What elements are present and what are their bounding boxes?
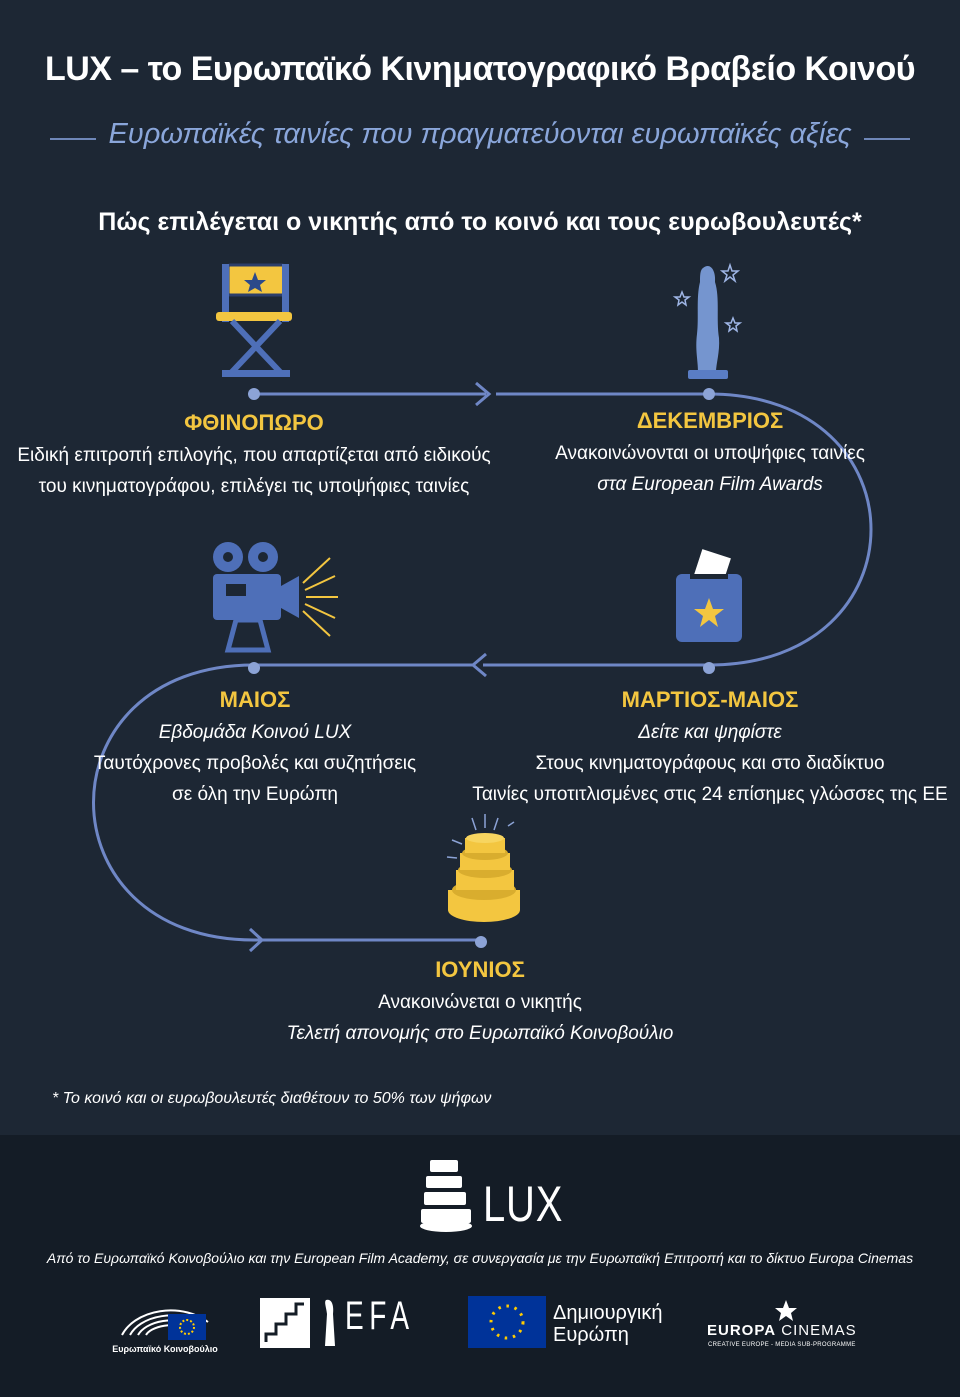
stage-title: ΙΟΥΝΙΟΣ [435, 957, 525, 982]
stage-autumn: ΦΘΙΝΟΠΩΡΟ Ειδική επιτροπή επιλογής, που … [0, 410, 508, 502]
creative-europe-line: Δημιουργική [553, 1302, 663, 1324]
stage-title: ΔΕΚΕΜΒΡΙΟΣ [636, 408, 784, 433]
creative-europe-line: Ευρώπη [553, 1324, 629, 1346]
page-title: LUX – το Ευρωπαϊκό Κινηματογραφικό Βραβε… [44, 50, 916, 88]
lux-brand-text: LUX [483, 1176, 564, 1232]
stage-may: ΜΑΙΟΣ Εβδομάδα Κοινού LUX Ταυτόχρονες πρ… [60, 687, 450, 810]
subtitle-line-right [864, 138, 910, 140]
director-chair-icon [216, 263, 292, 377]
stage-title: ΜΑΙΟΣ [219, 687, 291, 712]
timeline-path [92, 381, 873, 953]
europa-cinemas-label: EUROPA CINEMAS [707, 1322, 857, 1339]
efa-logo-text: EFA [345, 1294, 415, 1338]
statuette-icon [672, 262, 743, 379]
europa-word: EUROPA [707, 1322, 777, 1339]
stage-text-line: Ταυτόχρονες προβολές και συζητήσεις [93, 753, 417, 774]
creative-europe-label: Δημιουργική Ευρώπη [553, 1302, 662, 1346]
stage-text-line: σε όλη την Ευρώπη [172, 784, 338, 805]
footnote: * Το κοινό και οι ευρωβουλευτές διαθέτου… [52, 1090, 492, 1107]
section-heading: Πώς επιλέγεται ο νικητής από το κοινό κα… [98, 208, 862, 236]
stage-text-line: Στους κινηματογράφους και στο διαδίκτυο [535, 753, 885, 774]
partners-text: Από το Ευρωπαϊκό Κοινοβούλιο και την Eur… [46, 1250, 914, 1266]
page-subtitle: Ευρωπαϊκές ταινίες που πραγματεύονται ευ… [108, 118, 852, 150]
stage-text-line: Ειδική επιτροπή επιλογής, που απαρτίζετα… [17, 445, 491, 466]
stage-june: ΙΟΥΝΙΟΣ Ανακοινώνεται ο νικητής Τελετή α… [230, 957, 730, 1049]
stage-title: ΜΑΡΤΙΟΣ-ΜΑΙΟΣ [621, 687, 799, 712]
stage-text-line: του κινηματογράφου, επιλέγει τις υποψήφι… [38, 476, 470, 497]
stage-december: ΔΕΚΕΜΒΡΙΟΣ Ανακοινώνονται οι υποψήφιες τ… [520, 408, 900, 500]
movie-camera-icon [213, 542, 338, 653]
cinemas-word: CINEMAS [781, 1322, 857, 1339]
stage-text-line: Ταινίες υποτιτλισμένες στις 24 επίσημες … [472, 784, 948, 805]
cake-tower-icon [446, 814, 520, 922]
ep-logo-label: Ευρωπαϊκό Κοινοβούλιο [112, 1344, 218, 1354]
stage-text-line: Τελετή απονομής στο Ευρωπαϊκό Κοινοβούλι… [286, 1023, 674, 1044]
subtitle-line-left [50, 138, 96, 140]
timeline-graphic [92, 262, 873, 953]
ballot-box-icon [676, 549, 742, 642]
europa-cinemas-sub: CREATIVE EUROPE - MEDIA SUB-PROGRAMME [708, 1342, 856, 1348]
stage-title: ΦΘΙΝΟΠΩΡΟ [184, 410, 324, 435]
timeline-dots [248, 388, 715, 948]
footer [0, 1135, 960, 1397]
stage-text-line: Ανακοινώνονται οι υποψήφιες ταινίες [555, 443, 865, 464]
stage-text-line: Δείτε και ψηφίστε [638, 722, 782, 743]
stage-march-may: ΜΑΡΤΙΟΣ-ΜΑΙΟΣ Δείτε και ψηφίστε Στους κι… [460, 687, 960, 810]
stage-text-line: στα European Film Awards [597, 474, 823, 495]
stage-text-line: Εβδομάδα Κοινού LUX [158, 722, 352, 743]
stage-text-line: Ανακοινώνεται ο νικητής [378, 992, 582, 1013]
